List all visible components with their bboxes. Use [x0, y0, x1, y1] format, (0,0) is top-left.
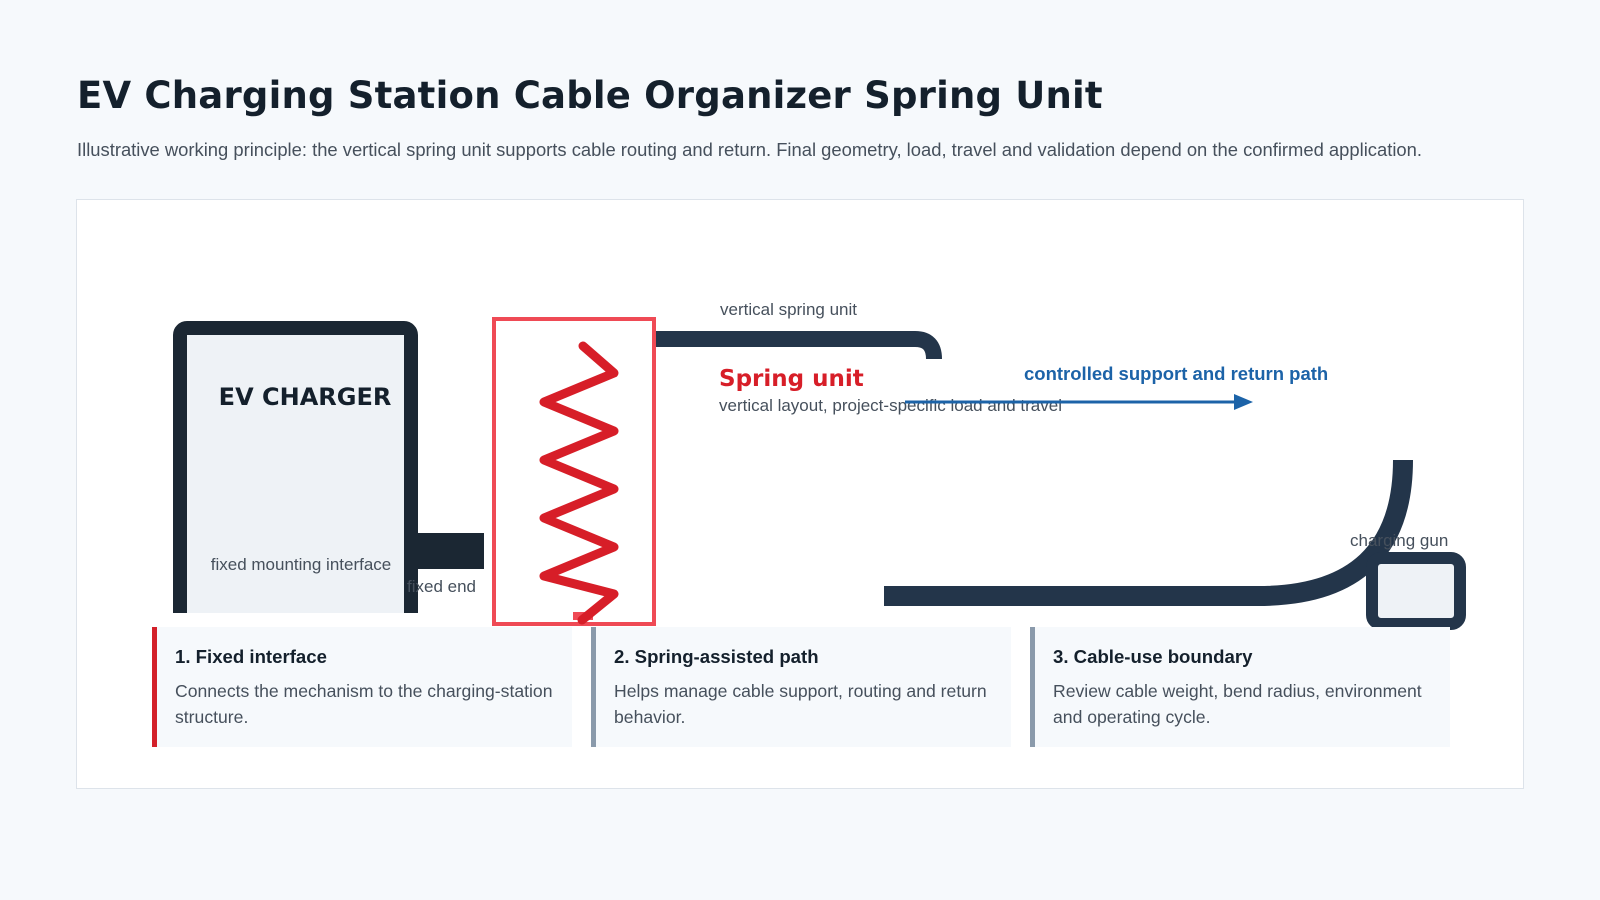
spring-coil [539, 341, 619, 625]
spring-unit-title: Spring unit [719, 366, 864, 392]
page-title: EV Charging Station Cable Organizer Spri… [77, 74, 1103, 117]
card-spring-assisted-path: 2. Spring-assisted path Helps manage cab… [591, 627, 1011, 747]
diagram-panel: EV CHARGER fixed mounting interface fixe… [76, 199, 1524, 789]
vertical-spring-unit-label: vertical spring unit [720, 300, 857, 319]
working-principle-diagram: EV CHARGER fixed mounting interface fixe… [173, 300, 1466, 630]
card-cable-use-boundary: 3. Cable-use boundary Review cable weigh… [1030, 627, 1450, 747]
spring-unit-description: vertical layout, project-specific load a… [719, 396, 1062, 415]
charger-label: EV CHARGER [219, 383, 392, 411]
fixed-end-label: fixed end [407, 577, 476, 596]
charger-body [173, 321, 418, 613]
mounting-interface-label: fixed mounting interface [211, 555, 392, 574]
page-subtitle: Illustrative working principle: the vert… [77, 139, 1422, 160]
card-title: 2. Spring-assisted path [614, 646, 819, 667]
return-path-label: controlled support and return path [1024, 363, 1328, 384]
card-fixed-interface: 1. Fixed interface Connects the mechanis… [152, 627, 572, 747]
charging-gun-label: charging gun [1350, 531, 1448, 550]
upper-cable-route [593, 331, 942, 360]
card-title: 1. Fixed interface [175, 646, 327, 667]
return-path-arrow-head [1234, 394, 1253, 410]
card-title: 3. Cable-use boundary [1053, 646, 1253, 667]
card-description: Helps manage cable support, routing and … [614, 681, 987, 727]
fixed-end-connector [410, 533, 484, 569]
explanation-cards: 1. Fixed interface Connects the mechanis… [152, 627, 1454, 747]
lower-cable-route [884, 459, 1413, 606]
charging-gun [1366, 552, 1466, 630]
card-description: Review cable weight, bend radius, enviro… [1053, 681, 1422, 727]
card-description: Connects the mechanism to the charging-s… [175, 681, 553, 727]
